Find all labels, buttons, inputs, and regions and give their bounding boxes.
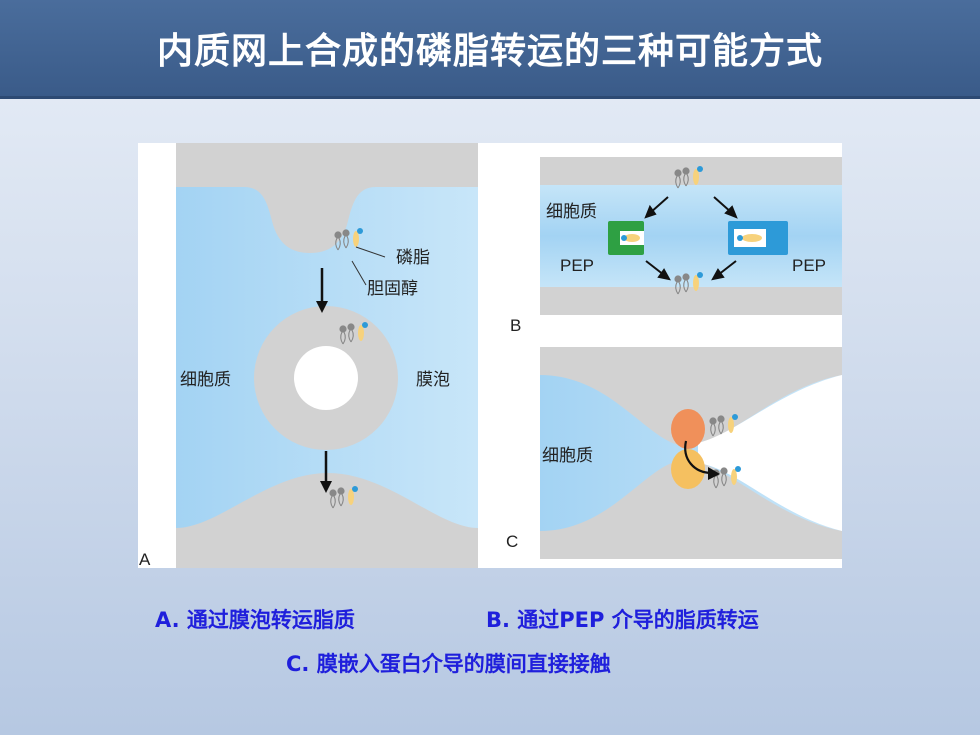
panel-c-protein-upper [671,409,705,449]
panel-a-target-membrane [176,473,478,568]
panel-c-cytosol-label: 细胞质 [542,446,593,466]
panel-b-cytosol-label: 细胞质 [546,202,597,222]
caption-pep-transport: B. 通过PEP 介导的脂质转运 [486,608,759,632]
panel-c: 细胞质 C [506,347,842,559]
panel-b-pep-right-label: PEP [792,256,826,275]
panel-a: 磷脂 胆固醇 细胞质 膜泡 A [138,143,527,568]
panel-b: 细胞质 PEP PEP B [510,157,842,335]
panel-c-right-space [698,375,842,531]
panel-b-letter: B [510,316,521,335]
caption-vesicle-transport: A. 通过膜泡转运脂质 [155,608,355,632]
panel-b-pep-left-label: PEP [560,256,594,275]
figure-svg: 磷脂 胆固醇 细胞质 膜泡 A [138,143,842,568]
lipid-transport-figure: 磷脂 胆固醇 细胞质 膜泡 A [138,143,842,568]
panel-a-cytosol-label: 细胞质 [180,370,231,390]
panel-c-transfer-arrow [684,440,713,475]
panel-b-arrows [644,196,738,281]
caption-membrane-contact: C. 膜嵌入蛋白介导的膜间直接接触 [286,652,611,676]
panel-c-letter: C [506,532,518,551]
title-bar: 内质网上合成的磷脂转运的三种可能方式 [0,0,980,99]
panel-a-er-membrane-top [176,143,478,253]
panel-a-cholesterol-label: 胆固醇 [367,279,418,299]
panel-a-vesicle-lumen [294,346,358,410]
panel-c-protein-lower [671,449,705,489]
panel-a-leader-phospholipid [355,246,386,258]
pep-green-protein [608,221,644,255]
panel-a-phospholipid-label: 磷脂 [396,248,430,268]
panel-a-letter: A [139,550,151,568]
pep-blue-protein [728,221,788,255]
slide-title: 内质网上合成的磷脂转运的三种可能方式 [156,31,823,72]
panel-a-leader-cholesterol [351,260,367,286]
panel-b-cytosol [540,185,842,287]
panel-a-vesicle-label: 膜泡 [416,370,450,390]
